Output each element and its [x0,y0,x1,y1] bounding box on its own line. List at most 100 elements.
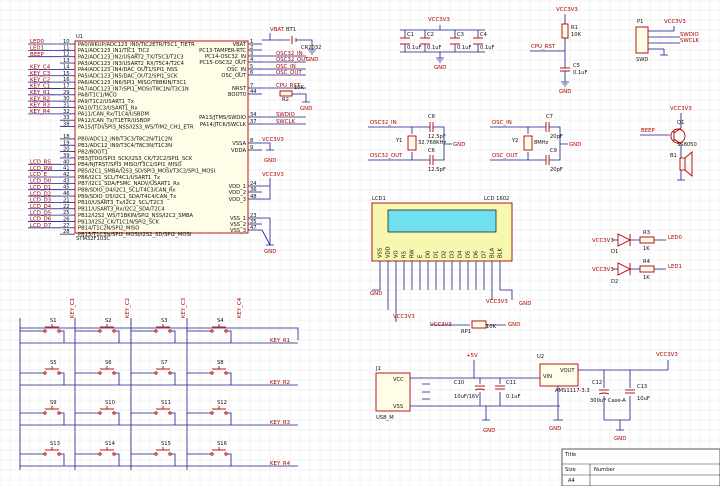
net-label: LCD_RW [30,166,53,172]
lcd-pin-label: D3 [450,251,456,258]
mcu-pin-number: 4 [250,57,254,63]
lcd-pin-label: VDD [386,246,392,258]
mcu-pin-name: PA6/ADC123_IN6/SPI1_MISO/T8BKIN/T3C1 [78,80,186,86]
mcu-pin-number: 24 [250,181,257,187]
lcd-pin-label: D1 [434,251,440,258]
net-label: KEY_R3 [30,103,50,109]
lcd-pin-label: RS [402,251,408,258]
r4-body [639,265,655,273]
osc-in-net: OSC_IN [492,120,512,126]
mcu-pin-number: 34 [250,112,257,118]
mcu-pin-name: PA3/ADC123_IN3/USART2_RX/T5C4/T2C4 [78,61,185,67]
lcd-pin-label: BLK [498,248,504,258]
gnd-label-mcu2: GND [264,158,276,164]
y1-value: 32.768KHz [418,140,446,146]
mcu-pin-number: 39 [63,153,70,159]
c13-ref: C13 [637,384,647,390]
net-label: CPU_RST [276,83,301,89]
net-label: KEY_C3 [30,71,50,77]
mcu-pin-name: PA12/CAN_Tx/T1ETR/USBDP [78,118,150,124]
mcu-pin-name: PA1/ADC123_IN1/TIC1_TIC2 [78,48,149,54]
c3-value: 0.1uF [457,45,472,51]
switch-ref: S16 [217,441,227,447]
c5-ref: C5 [573,63,580,69]
switch-ref: S1 [50,318,57,324]
osc-out-net: OSC_OUT [492,153,518,159]
mcu-pin-number: 41 [63,166,70,172]
mcu-pin-name: PA9/T1C2/USART1_Tx [78,99,134,105]
vcc-label-caps: VCC3V3 [428,17,450,23]
vcc-label-lcd: VCC3V3 [393,314,415,320]
mcu-pin-number: 42 [63,172,70,178]
mcu-pin-number: 18 [63,134,70,140]
mcu-pin-number: 17 [63,83,70,89]
net-label: LCD_E [30,172,48,178]
gnd-label-rp: GND [508,322,520,328]
lcd-pin-label: E [418,255,424,258]
key-row-net: KEY_R4 [270,461,291,467]
lcd-pin-label: D0 [426,251,432,258]
mcu-pin-name: PA7/ADC123_IN7/SPI1_MOSI/T8C1N/T3C1N [78,86,189,92]
net-label: LCD_D7 [30,223,51,229]
gnd-label-rst: GND [559,89,571,95]
net-label: KEY_C2 [30,77,50,83]
c2-ref: C2 [427,32,434,38]
mcu-pin-number: 6 [250,70,253,76]
mcu-pin-name: OSC_IN [227,67,246,73]
mcu-pin-number: 46 [63,191,70,197]
lcd-pin-label: VSS [378,248,384,258]
mcu-pin-name: PB0/ADC12_IN8/T3C3/T8C2N/T1C2N [78,137,172,143]
key-row-net: KEY_R2 [270,380,290,386]
j1-body [375,372,411,412]
swd-header: P1 SWD VCC3V3 SWDIO SWCLK [635,19,700,63]
switch-ref: S11 [161,400,171,406]
tb-size-value: A4 [568,478,576,484]
mcu-pin-number: 32 [63,109,70,115]
r1-value: 10K [571,32,582,38]
c11-ref: C11 [506,380,516,386]
y2-value: 8MHz [534,140,549,146]
gnd-label-boot: GND [300,106,312,112]
plus5v-net: +5V [466,353,478,359]
y2-body [523,135,533,151]
r3-body [639,236,655,244]
mcu-pin-name: PA13/JTMS/SWDIO [199,115,246,121]
mcu-pin-number: 15 [63,71,70,77]
switch-ref: S15 [161,441,171,447]
switch-ref: S3 [161,318,168,324]
net-label: OSC32_OUT [276,57,309,63]
mcu-pin-name: PB7/I2C1_SDA/FSMC_NADV/USART1_Rx [78,181,180,187]
c13-value: 10uF [637,396,650,402]
c10-value: 10uF/16V [454,394,479,400]
switch-ref: S8 [217,360,224,366]
mcu-pin-number: 16 [63,77,70,83]
net-label: OSC32_IN [276,51,303,57]
net-label: LCD_D2 [30,191,51,197]
vcc-label-lcd2: VCC3V3 [486,299,508,305]
switch-ref: S6 [105,360,112,366]
key-col-net: KEY_C2 [125,298,131,318]
mcu-pin-name: PB14/T1C2N/SPI2_MISO [78,226,139,232]
beep-net: BEEP [641,128,656,134]
net-label: KEY_C4 [30,65,51,71]
net-label: KEY_R1 [30,90,50,96]
mcu-pin-name: PC15-OSC32_OUT [199,60,246,66]
rp1-value: 10K [486,324,497,330]
switch-ref: S4 [217,318,224,324]
usb-power-block: J1 VCC VSS USB_M +5V C10 10uF/16V C11 0.… [375,352,678,442]
mcu-pin-number: 29 [63,90,70,96]
swclk-net: SWCLK [680,38,700,44]
switch-ref: S14 [105,441,116,447]
mcu-pin-number: 43 [63,178,70,184]
u2-vout: VOUT [560,368,575,374]
c10-ref: C10 [454,380,464,386]
key-col-net: KEY_C3 [181,298,187,318]
switch-ref: S10 [105,400,115,406]
title-block: Title Size A4 Number [561,448,720,486]
mcu-pin-name: PA15/JTDI/SPI3_NSS/I2S3_WS/TIM2_CH1_ETR [78,124,194,130]
